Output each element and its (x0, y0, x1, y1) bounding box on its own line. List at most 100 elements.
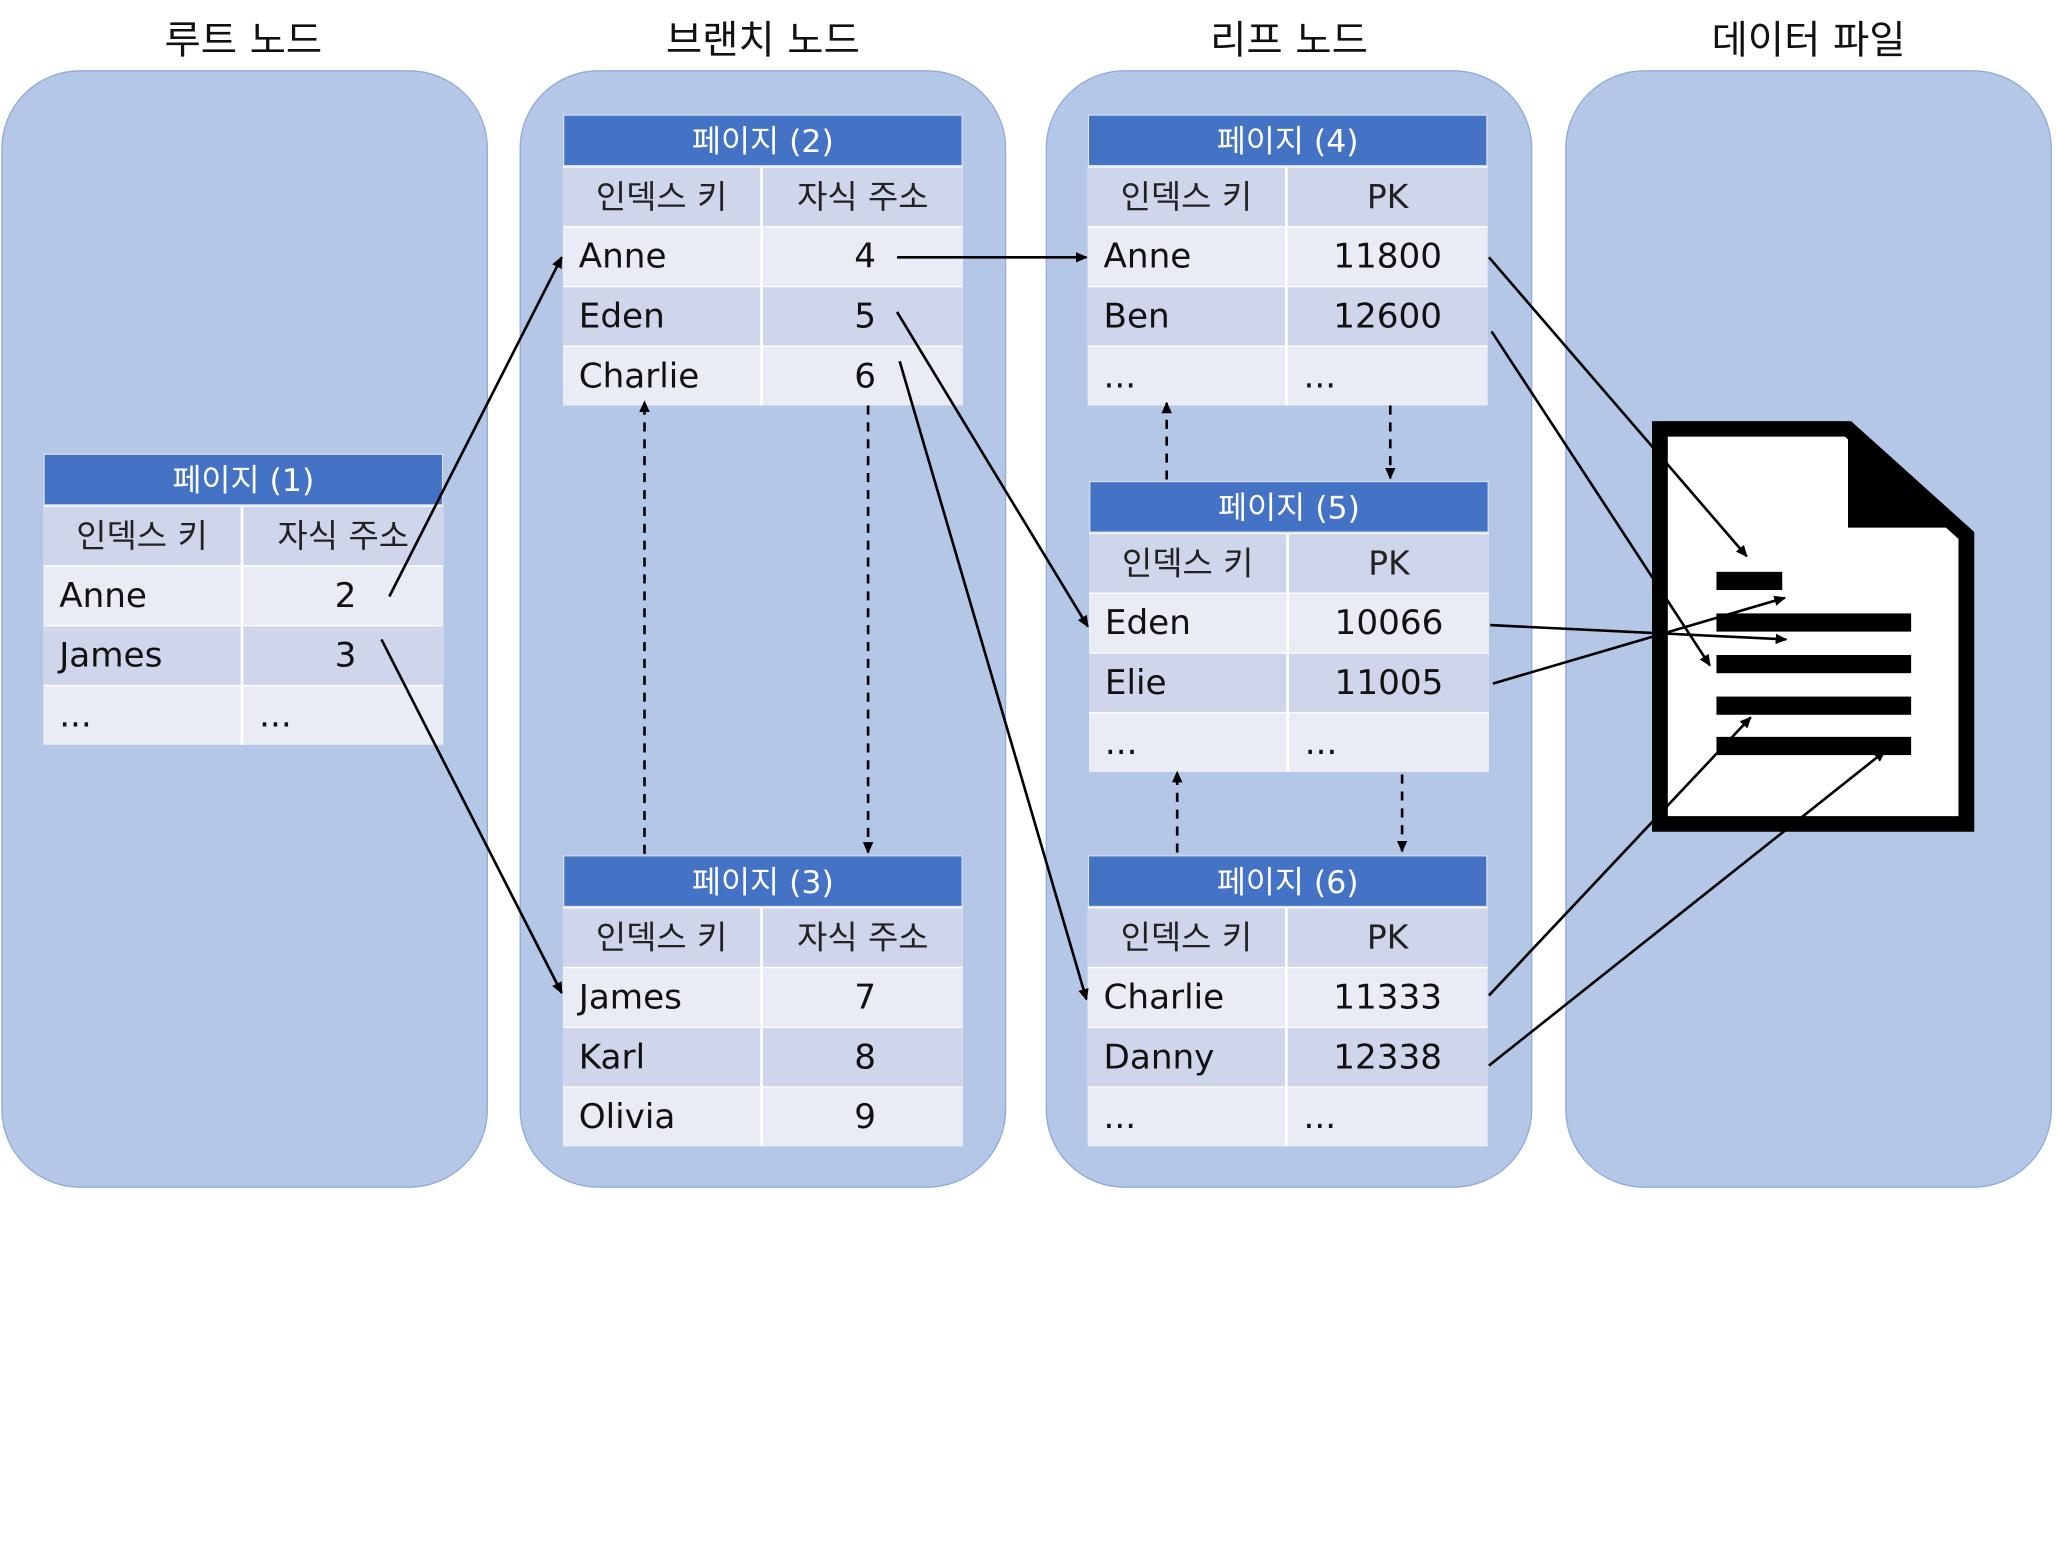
col-header-child: 자식 주소 (277, 517, 410, 555)
table-row: Eden 10066 (1089, 592, 1489, 653)
page-title: 페이지 (3) (562, 855, 963, 908)
key-cell: Eden (563, 287, 763, 346)
table-row: James 7 (562, 966, 963, 1027)
table-row: ... ... (43, 684, 444, 745)
key-cell: Anne (43, 566, 244, 626)
col-header-pk: PK (1366, 178, 1409, 216)
pk-cell: ... (1303, 1098, 1337, 1138)
page-title: 페이지 (1) (43, 453, 444, 506)
page-4: 페이지 (4) 인덱스 키 PK Anne 11800 Ben 12600 ..… (1087, 114, 1488, 406)
arrow-danny-datafile (1488, 750, 1886, 1067)
child-cell: 2 (334, 577, 357, 617)
pk-cell: 12600 (1333, 297, 1443, 337)
arrow-ben-datafile (1490, 330, 1711, 667)
key-cell: James (43, 626, 244, 685)
arrow-eden-datafile (1490, 623, 1788, 645)
col-header-pk: PK (1368, 544, 1410, 583)
header-row: 인덱스 키 PK (1087, 907, 1488, 967)
page-2: 페이지 (2) 인덱스 키 자식 주소 Anne 4 Eden 5 Charli… (562, 114, 963, 406)
key-cell: Danny (1088, 1027, 1288, 1087)
key-cell: ... (1088, 346, 1288, 406)
table-row: Danny 12338 (1087, 1026, 1488, 1087)
tree-pointer-lines (380, 252, 1089, 1001)
table-row: ... ... (1087, 345, 1488, 406)
table-row: Elie 11005 (1089, 652, 1489, 713)
pk-cell: 11005 (1334, 664, 1444, 704)
child-cell: 3 (334, 636, 357, 676)
pk-cell: 12338 (1333, 1038, 1443, 1078)
arrow-charlie-datafile (1487, 716, 1752, 997)
col-header-key: 인덱스 키 (563, 167, 763, 227)
page-6: 페이지 (6) 인덱스 키 PK Charlie 11333 Danny 123… (1087, 855, 1488, 1147)
table-row: ... ... (1089, 712, 1489, 772)
pk-cell: ... (1303, 357, 1337, 397)
key-cell: Olivia (563, 1087, 763, 1147)
col-header-child: 자식 주소 (797, 918, 929, 957)
sibling-link-lines (639, 400, 1408, 854)
header-row: 인덱스 키 PK (1089, 532, 1489, 593)
arrow-p1-anne (388, 256, 563, 598)
arrow-p2-charlie (898, 360, 1089, 1001)
page-1: 페이지 (1) 인덱스 키 자식 주소 Anne 2 James 3 ... .… (43, 453, 444, 745)
col-header-pk: PK (1366, 918, 1409, 957)
page-3: 페이지 (3) 인덱스 키 자식 주소 James 7 Karl 8 Olivi… (562, 855, 963, 1147)
arrow-elie-datafile (1492, 595, 1787, 685)
column-title-datafile: 데이터 파일 (1711, 18, 1906, 64)
header-row: 인덱스 키 자식 주소 (43, 505, 444, 566)
key-cell: Charlie (563, 346, 763, 406)
key-cell: Charlie (1088, 968, 1288, 1027)
key-cell: Anne (1088, 227, 1288, 286)
col-header-key: 인덱스 키 (1089, 534, 1289, 593)
col-header-key: 인덱스 키 (43, 506, 244, 566)
pk-cell: 11800 (1333, 237, 1443, 277)
page-title: 페이지 (5) (1089, 480, 1489, 533)
page-title: 페이지 (6) (1087, 855, 1488, 908)
table-row: Charlie 6 (562, 345, 963, 406)
table-row: Olivia 9 (562, 1086, 963, 1147)
child-cell: ... (259, 696, 292, 736)
table-row: Anne 2 (43, 565, 444, 626)
connector-layer (380, 252, 1975, 1067)
col-header-key: 인덱스 키 (1088, 167, 1288, 227)
header-row: 인덱스 키 자식 주소 (562, 166, 963, 227)
table-row: Ben 12600 (1087, 285, 1488, 346)
header-row: 인덱스 키 PK (1087, 166, 1488, 227)
column-title-leaf: 리프 노드 (1210, 18, 1368, 64)
col-header-child: 자식 주소 (797, 178, 929, 216)
table-row: Eden 5 (562, 285, 963, 346)
key-cell: ... (1089, 713, 1289, 772)
page-5: 페이지 (5) 인덱스 키 PK Eden 10066 Elie 11005 .… (1089, 480, 1489, 772)
column-title-branch: 브랜치 노드 (665, 18, 860, 64)
table-row: ... ... (1087, 1086, 1488, 1147)
key-cell: Anne (563, 227, 763, 286)
page-title: 페이지 (2) (562, 114, 963, 167)
table-row: Charlie 11333 (1087, 966, 1488, 1027)
child-cell: 8 (854, 1038, 876, 1078)
key-cell: James (563, 968, 763, 1027)
table-row: Anne 4 (562, 226, 963, 286)
key-cell: Karl (563, 1027, 763, 1087)
document-icon (1652, 421, 1975, 832)
column-title-root: 루트 노드 (164, 18, 323, 64)
pk-cell: 10066 (1334, 604, 1444, 644)
key-cell: Eden (1089, 593, 1289, 653)
col-header-key: 인덱스 키 (563, 908, 763, 967)
child-cell: 5 (854, 297, 876, 337)
child-cell: 4 (854, 237, 876, 277)
child-cell: 9 (854, 1098, 876, 1138)
data-file-pointer-lines (1487, 256, 1886, 1067)
arrow-p1-james (380, 638, 563, 995)
child-cell: 7 (854, 978, 876, 1018)
col-header-key: 인덱스 키 (1088, 908, 1288, 967)
arrow-anne-datafile (1487, 256, 1748, 558)
key-cell: Ben (1088, 287, 1288, 346)
page-title: 페이지 (4) (1087, 114, 1488, 167)
key-cell: ... (1088, 1087, 1288, 1147)
arrow-p2-eden (895, 311, 1089, 628)
pk-cell: 11333 (1333, 978, 1443, 1018)
table-row: Anne 11800 (1087, 226, 1488, 286)
table-row: James 3 (43, 625, 444, 685)
key-cell: ... (43, 686, 244, 745)
key-cell: Elie (1089, 653, 1289, 713)
